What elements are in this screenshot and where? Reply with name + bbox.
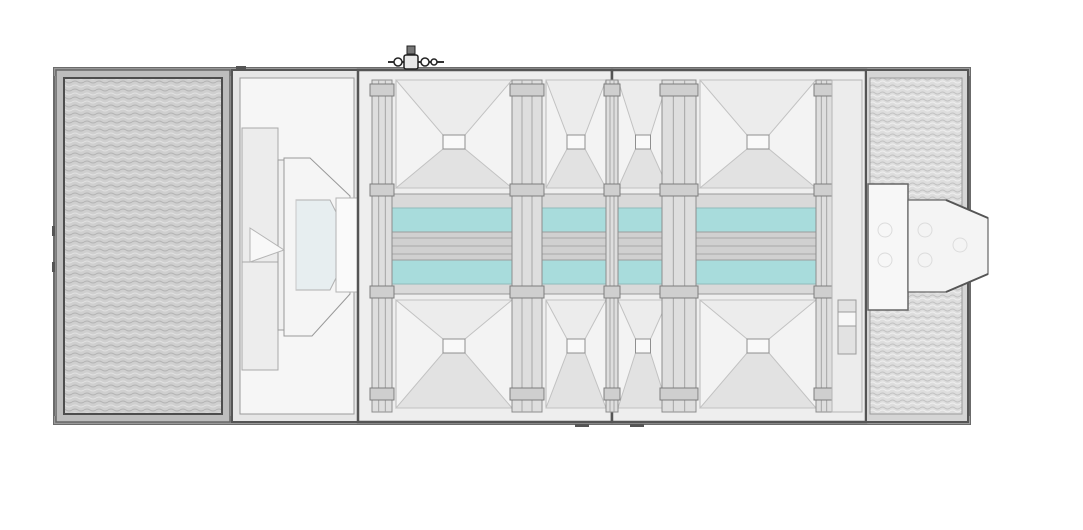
fan-section [231, 69, 359, 423]
structural-post [509, 79, 545, 413]
inlet-filter-section [55, 69, 231, 423]
hopper-pyramid [394, 79, 514, 189]
hopper-pyramid [698, 79, 818, 189]
hopper-pyramid [545, 299, 607, 409]
hopper-pyramid [545, 79, 607, 189]
structural-post [603, 79, 621, 413]
structural-post [369, 79, 395, 413]
hopper-pyramid [617, 79, 669, 189]
hopper-group [394, 79, 818, 409]
hopper-pyramid [394, 299, 514, 409]
structural-post [813, 79, 835, 413]
outlet-plenum [831, 79, 863, 413]
hopper-pyramid [617, 299, 669, 409]
structural-posts [369, 79, 835, 413]
structural-post [659, 79, 699, 413]
hopper-pyramid [698, 299, 818, 409]
valve-assembly-icon [388, 45, 444, 70]
frame-ticks [52, 66, 644, 427]
outlet-nozzle [867, 183, 989, 311]
